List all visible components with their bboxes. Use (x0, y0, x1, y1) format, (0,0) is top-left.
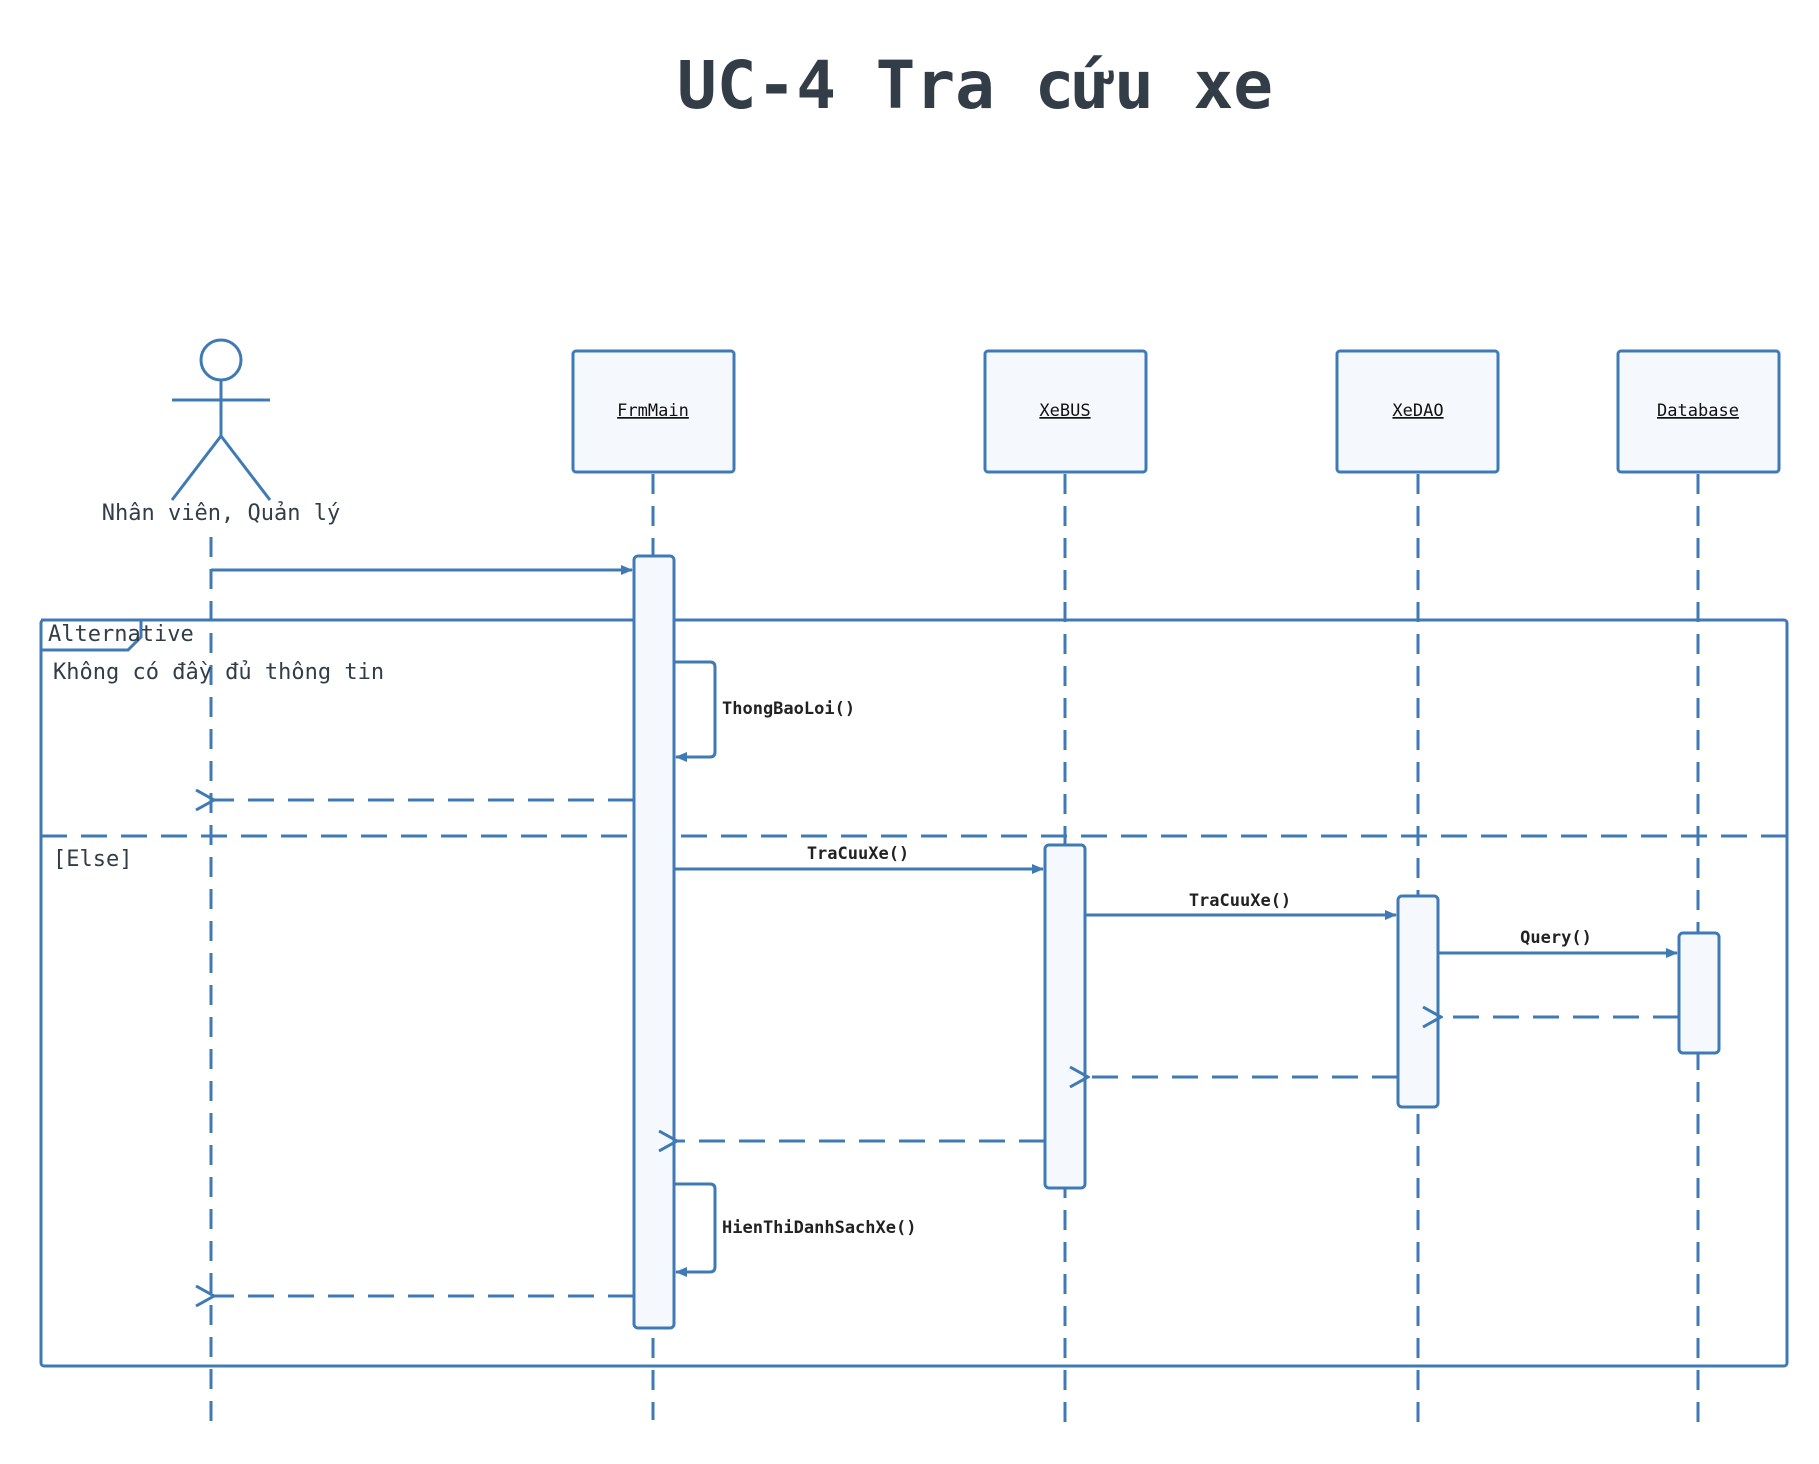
actor-label: Nhân viên, Quản lý (102, 501, 340, 526)
participant-frmmain-label: FrmMain (617, 401, 689, 421)
alt-fragment-label: Alternative (48, 622, 194, 647)
activation-xedao (1396, 894, 1440, 1109)
diagram-title: UC-4 Tra cứu xe (677, 47, 1273, 124)
participant-xedao-label: XeDAO (1392, 401, 1443, 421)
label-tracuuxe-dao: TraCuuXe() (1189, 891, 1291, 911)
label-query: Query() (1520, 928, 1592, 948)
alt-guard-2: [Else] (53, 847, 132, 872)
participant-xebus-label: XeBUS (1039, 401, 1090, 421)
label-thongbaoloi: ThongBaoLoi() (722, 699, 855, 719)
actor-figure (170, 338, 272, 501)
alt-guard-1: Không có đầy đủ thông tin (53, 660, 384, 685)
self-message-thongbaoloi (674, 660, 717, 762)
activation-frmmain (632, 554, 676, 1330)
label-tracuuxe-bus: TraCuuXe() (807, 844, 909, 864)
participant-frmmain: FrmMain (571, 349, 736, 474)
participant-database: Database (1616, 349, 1781, 474)
alt-fragment-frame (39, 618, 1789, 1368)
participant-xebus: XeBUS (983, 349, 1148, 474)
participant-database-label: Database (1657, 401, 1739, 421)
activation-xebus (1043, 843, 1087, 1190)
alt-fragment-tab (41, 618, 143, 652)
participant-xedao: XeDAO (1335, 349, 1500, 474)
self-message-hienthi (674, 1182, 717, 1277)
activation-database (1677, 931, 1721, 1055)
label-hienthi: HienThiDanhSachXe() (722, 1218, 916, 1238)
